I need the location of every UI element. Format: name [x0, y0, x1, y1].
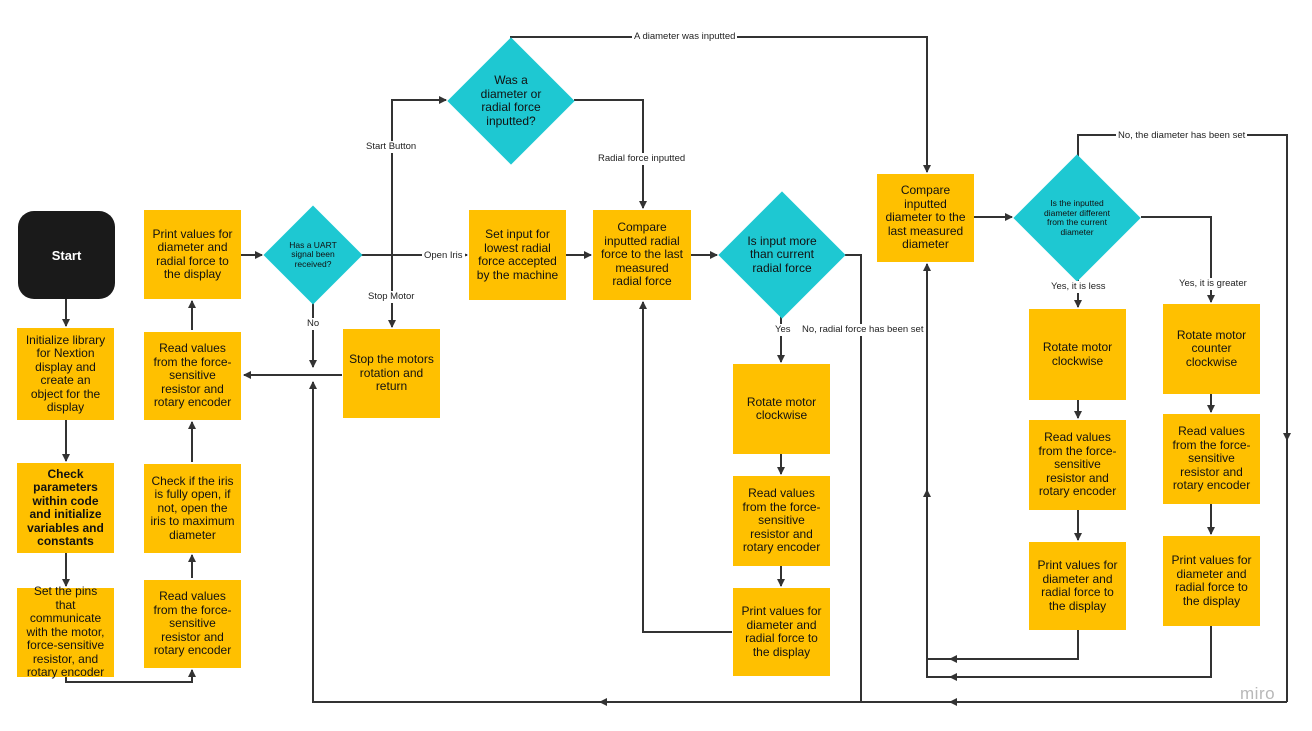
rotate-cw-box-1: Rotate motor clockwise — [733, 364, 830, 454]
read-values-box-1: Read values from the force-sensitive res… — [144, 332, 241, 420]
read-values-text-1: Read values from the force-sensitive res… — [153, 341, 232, 410]
read-values-text-3: Read values from the force-sensitive res… — [742, 486, 821, 555]
set-input-text: Set input for lowest radial force accept… — [476, 227, 559, 282]
compare-diameter-box: Compare inputted diameter to the last me… — [877, 174, 974, 262]
diameter-different-decision-text: Is the inputted diameter different from … — [1044, 198, 1110, 237]
check-parameters-box: Check parameters within code and initial… — [17, 463, 114, 553]
compare-force-box: Compare inputted radial force to the las… — [593, 210, 691, 300]
label-yes-greater: Yes, it is greater — [1177, 278, 1249, 290]
stop-motors-text: Stop the motors rotation and return — [349, 352, 434, 394]
edge-print2-compare — [639, 301, 732, 633]
label-yes-less: Yes, it is less — [1049, 281, 1108, 293]
print-values-box-4: Print values for diameter and radial for… — [1163, 536, 1260, 626]
print-values-text-3: Print values for diameter and radial for… — [1037, 558, 1118, 613]
check-iris-text: Check if the iris is fully open, if not,… — [150, 473, 235, 542]
rotate-ccw-text: Rotate motor counter clockwise — [1176, 327, 1247, 369]
init-library-box: Initialize library for Nextion display a… — [17, 328, 114, 420]
init-library-text: Initialize library for Nextion display a… — [25, 332, 106, 414]
compare-diameter-text: Compare inputted diameter to the last me… — [885, 183, 966, 252]
rotate-ccw-box: Rotate motor counter clockwise — [1163, 304, 1260, 394]
start-terminal: Start — [18, 211, 115, 299]
read-values-box-3: Read values from the force-sensitive res… — [733, 476, 830, 566]
read-values-text-4: Read values from the force-sensitive res… — [1038, 430, 1117, 499]
print-values-text-4: Print values for diameter and radial for… — [1171, 553, 1252, 608]
start-label: Start — [51, 247, 82, 263]
edge-pins-read2 — [65, 669, 196, 683]
edge-greater-rotate-ccw — [1141, 216, 1215, 303]
edge-diam-inputted — [510, 36, 931, 173]
print-values-box-1: Print values for diameter and radial for… — [144, 210, 241, 299]
set-pins-text: Set the pins that communicate with the m… — [26, 584, 105, 680]
rotate-cw-text-1: Rotate motor clockwise — [746, 394, 817, 422]
edge-uart-start-button — [360, 96, 447, 256]
input-more-decision-text: Is input more than current radial force — [747, 233, 817, 275]
rotate-cw-box-2: Rotate motor clockwise — [1029, 309, 1126, 400]
read-values-box-4: Read values from the force-sensitive res… — [1029, 420, 1126, 510]
label-diameter-inputted: A diameter was inputted — [632, 31, 738, 43]
print-values-box-2: Print values for diameter and radial for… — [733, 588, 830, 676]
read-values-text-2: Read values from the force-sensitive res… — [153, 589, 232, 658]
label-yes: Yes — [773, 324, 793, 336]
read-values-box-5: Read values from the force-sensitive res… — [1163, 414, 1260, 504]
label-no-force-set: No, radial force has been set — [800, 324, 926, 336]
label-start-button: Start Button — [364, 141, 419, 153]
print-values-text-1: Print values for diameter and radial for… — [152, 226, 233, 281]
read-values-box-2: Read values from the force-sensitive res… — [144, 580, 241, 668]
edge-print3-return — [923, 263, 1079, 660]
edge-print4-return — [923, 489, 1212, 678]
miro-watermark: miro — [1240, 684, 1276, 703]
print-values-box-3: Print values for diameter and radial for… — [1029, 542, 1126, 630]
label-no: No — [305, 318, 322, 330]
print-values-text-2: Print values for diameter and radial for… — [741, 604, 822, 659]
edge-force-inputted — [574, 99, 647, 209]
label-radial-force-inputted: Radial force inputted — [596, 153, 688, 165]
label-no-diameter-set: No, the diameter has been set — [1116, 130, 1248, 142]
set-pins-box: Set the pins that communicate with the m… — [17, 584, 114, 680]
label-stop-motor: Stop Motor — [366, 291, 417, 303]
stop-motors-box: Stop the motors rotation and return — [343, 329, 440, 418]
check-parameters-text: Check parameters within code and initial… — [27, 466, 104, 548]
compare-force-text: Compare inputted radial force to the las… — [600, 220, 684, 289]
check-iris-box: Check if the iris is fully open, if not,… — [144, 464, 241, 553]
rotate-cw-text-2: Rotate motor clockwise — [1042, 340, 1113, 368]
label-open-iris: Open Iris — [422, 250, 465, 262]
set-input-box: Set input for lowest radial force accept… — [469, 210, 566, 300]
uart-decision-text: Has a UART signal been received? — [289, 239, 337, 269]
read-values-text-5: Read values from the force-sensitive res… — [1172, 424, 1251, 493]
diameter-or-force-decision-text: Was a diameter or radial force inputted? — [480, 73, 542, 128]
